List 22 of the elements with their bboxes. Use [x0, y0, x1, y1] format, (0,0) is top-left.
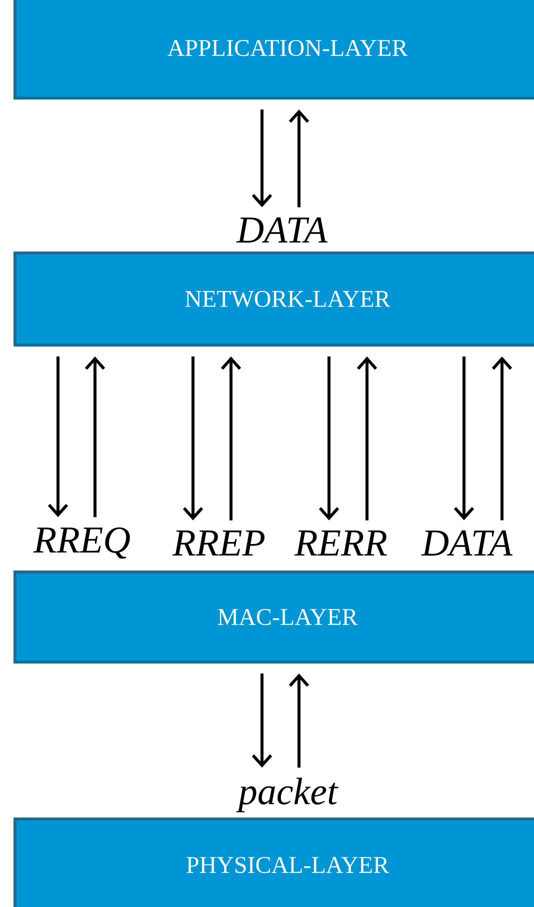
layer-box: PHYSICAL-LAYER [14, 818, 534, 907]
layer-box: MAC-LAYER [14, 570, 534, 664]
arrow [252, 674, 272, 768]
message-label: RERR [294, 530, 387, 556]
arrow [220, 356, 242, 520]
layer-box: NETWORK-LAYER [14, 252, 534, 346]
message-label: packet [236, 778, 338, 812]
arrow [288, 674, 310, 768]
arrow [318, 356, 340, 520]
arrow [356, 356, 378, 520]
layer-box: APPLICATION-LAYER [14, 0, 534, 100]
message-label: RREQ [33, 527, 130, 559]
arrow [48, 356, 68, 518]
arrow [492, 356, 512, 520]
arrow [454, 356, 474, 520]
arrow [84, 356, 106, 518]
message-label: DATA [236, 217, 328, 243]
arrow [182, 356, 204, 520]
message-label: RREP [172, 530, 264, 556]
arrow [252, 110, 272, 208]
message-label: DATA [421, 530, 512, 556]
arrow [288, 110, 310, 208]
